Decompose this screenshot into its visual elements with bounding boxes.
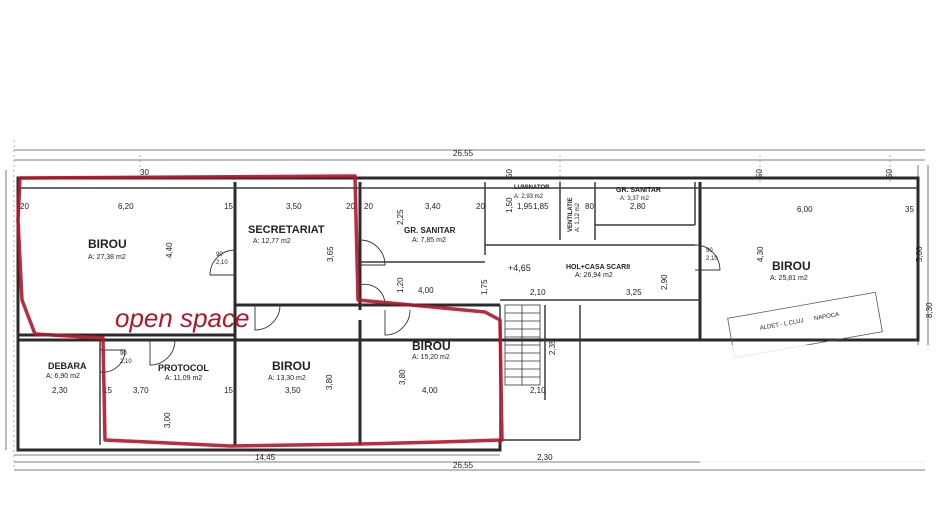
room-protocol-area: A: 11,09 m2 bbox=[165, 375, 202, 382]
room-secretariat-name: SECRETARIAT bbox=[248, 224, 325, 236]
dim-bottom-partial: 14,45 bbox=[255, 453, 276, 462]
room-secretariat-area: A: 12,77 m2 bbox=[253, 238, 291, 245]
walls bbox=[16, 176, 920, 452]
dim-bottom-total: 26,55 bbox=[453, 461, 474, 470]
room-hol-name: HOL+CASA SCARII bbox=[566, 264, 630, 271]
room-birou-right-name: BIROU bbox=[772, 259, 811, 273]
room-birou-left-height: 4,40 bbox=[165, 242, 174, 258]
dim-wall-20-b: 20 bbox=[346, 202, 355, 211]
dim-hol-2-90: 2,90 bbox=[660, 274, 669, 290]
dim-wall-20-c: 20 bbox=[364, 202, 373, 211]
room-birou-left-name: BIROU bbox=[88, 237, 127, 251]
room-ventilatie-area: A: 1,12 m2 bbox=[575, 202, 581, 232]
dim-wall-80: 80 bbox=[585, 202, 594, 211]
dim-wall-50-c: 50 bbox=[885, 169, 894, 178]
door-label-90-b: 90 bbox=[706, 248, 713, 254]
dim-top-total: 26,55 bbox=[453, 149, 474, 158]
room-birou-right-width: 6,00 bbox=[797, 205, 813, 214]
room-birou-mid-width: 3,50 bbox=[285, 386, 301, 395]
door-label-210-b: 2,10 bbox=[706, 256, 718, 262]
dimension-lines bbox=[5, 140, 929, 471]
dim-wall-20-d: 20 bbox=[476, 202, 485, 211]
dim-bottom-right: 2,30 bbox=[537, 453, 553, 462]
room-gr-sanitar-1-width: 3,40 bbox=[425, 202, 441, 211]
room-hol-area: A: 26,94 m2 bbox=[575, 272, 613, 279]
room-birou-small-width: 4,00 bbox=[422, 386, 438, 395]
room-birou-small-height: 3,80 bbox=[398, 369, 407, 385]
room-debara-area: A: 6,90 m2 bbox=[46, 373, 80, 380]
room-protocol-name: PROTOCOL bbox=[158, 363, 209, 373]
door-label-90-c: 90 bbox=[120, 351, 127, 357]
room-gr-sanitar-1-name: GR. SANITAR bbox=[404, 226, 456, 235]
dim-hol-1-75: 1,75 bbox=[480, 279, 489, 295]
dim-1-20: 1,20 bbox=[396, 277, 405, 293]
room-secretariat-height: 3,65 bbox=[326, 246, 335, 262]
room-gr-sanitar-2-name: GR. SANITAR bbox=[616, 187, 661, 194]
dim-lum-1-85: 1,85 bbox=[533, 202, 549, 211]
room-birou-right-height: 4,30 bbox=[756, 246, 765, 262]
room-gr-sanitar-2-area: A: 3,37 m2 bbox=[620, 196, 650, 202]
dim-hol-2-10: 2,10 bbox=[530, 288, 546, 297]
room-birou-right-area: A: 25,81 m2 bbox=[770, 275, 808, 282]
room-debara-width: 2,30 bbox=[52, 386, 68, 395]
dim-lum-1-50: 1,50 bbox=[505, 197, 514, 213]
door-label-210-c: 2,10 bbox=[120, 359, 132, 365]
dim-stair-2-35: 2,35 bbox=[548, 339, 557, 355]
dim-wall-50-b: 50 bbox=[755, 169, 764, 178]
room-ventilatie-name: VENTILATIE bbox=[568, 197, 574, 232]
dim-wall-30: 30 bbox=[140, 168, 149, 177]
room-gr-sanitar-1-area: A: 7,85 m2 bbox=[412, 237, 446, 244]
staircase bbox=[504, 304, 541, 386]
dim-hol-4-00: 4,00 bbox=[418, 286, 434, 295]
room-luminator-area: A: 2,93 m2 bbox=[514, 194, 544, 200]
door-label-210-a: 2,10 bbox=[216, 260, 228, 266]
room-debara-name: DEBARA bbox=[48, 361, 87, 371]
room-birou-left-area: A: 27,38 m2 bbox=[88, 254, 126, 261]
room-birou-mid-area: A: 13,30 m2 bbox=[268, 375, 306, 382]
open-space-outline bbox=[16, 174, 504, 448]
room-birou-small-area: A: 15,20 m2 bbox=[412, 354, 450, 361]
dim-stair-2-10: 2,10 bbox=[530, 386, 546, 395]
room-gr-sanitar-1-height: 2,25 bbox=[396, 209, 405, 225]
room-gr-sanitar-2-width: 2,80 bbox=[630, 202, 646, 211]
room-luminator-name: LUMINATOR bbox=[514, 185, 550, 191]
dim-wall-50-a: 50 bbox=[505, 169, 514, 178]
open-space-label: open space bbox=[115, 303, 249, 333]
dim-right-partial: 5,00 bbox=[915, 246, 924, 262]
room-hol-level: +4,65 bbox=[508, 263, 531, 273]
room-secretariat-width: 3,50 bbox=[286, 202, 302, 211]
inner-dimensions: 4,00 2,10 3,25 2,90 1,75 1,20 2,35 2,10 … bbox=[20, 168, 914, 395]
room-protocol-width: 3,70 bbox=[133, 386, 149, 395]
dim-wall-20-a: 20 bbox=[20, 202, 29, 211]
paper-fade bbox=[700, 345, 938, 465]
room-birou-mid-name: BIROU bbox=[272, 359, 311, 373]
dim-wall-15-b: 15 bbox=[224, 386, 233, 395]
stamp-line-1: ALDET - L CLUJ bbox=[759, 318, 804, 332]
room-birou-mid-height: 3,80 bbox=[325, 374, 334, 390]
room-birou-left-width: 6,20 bbox=[118, 202, 134, 211]
doors bbox=[99, 239, 721, 373]
dim-wall-15-a: 15 bbox=[224, 202, 233, 211]
dim-wall-15-c: 15 bbox=[103, 386, 112, 395]
room-birou-small-name: BIROU bbox=[412, 339, 451, 353]
dim-wall-35: 35 bbox=[905, 205, 914, 214]
door-label-90-a: 90 bbox=[216, 252, 223, 258]
dim-hol-3-25: 3,25 bbox=[626, 288, 642, 297]
stamp-line-2: NAPOCA bbox=[814, 312, 840, 322]
room-protocol-height: 3,00 bbox=[163, 412, 172, 428]
room-luminator-width: 1,95 bbox=[517, 202, 533, 211]
dim-right-total: 8,30 bbox=[925, 302, 934, 318]
